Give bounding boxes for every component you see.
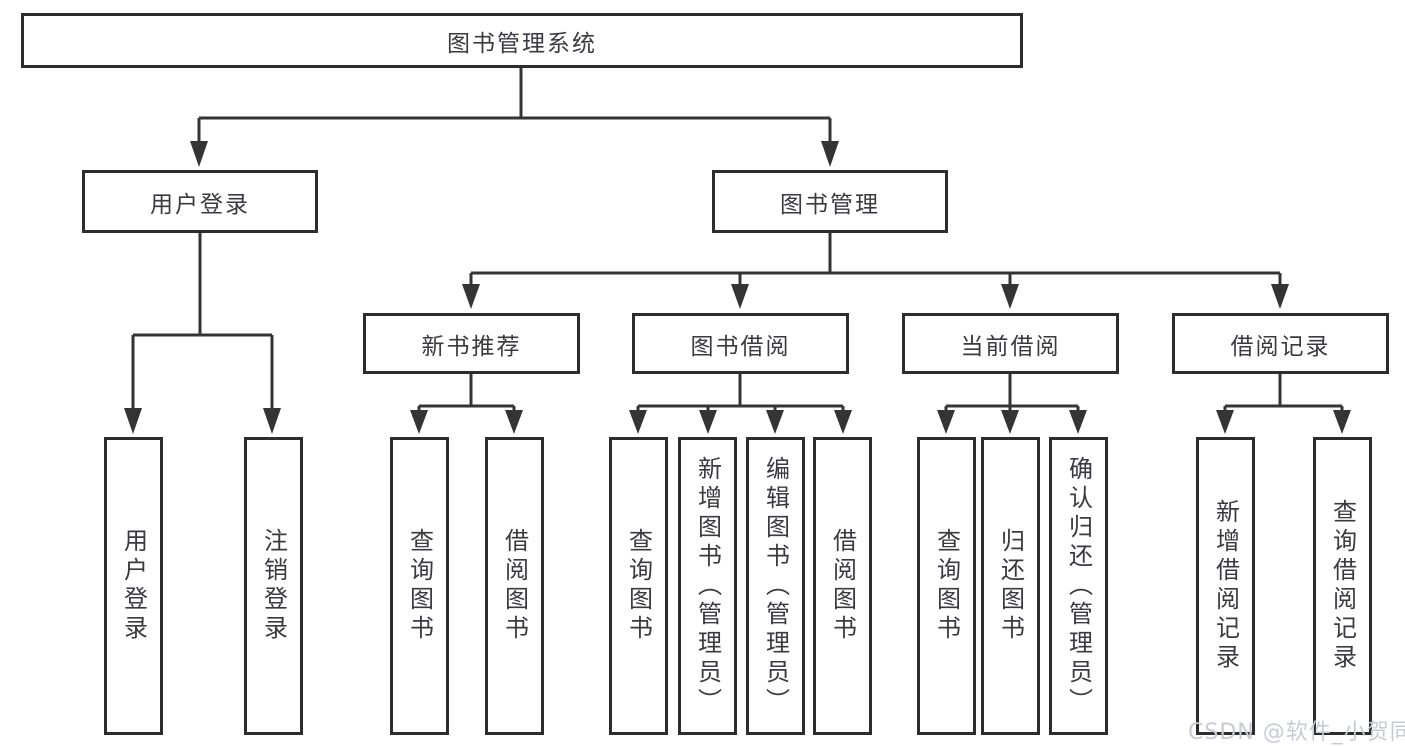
- node-current-borrow: 当前借阅: [902, 313, 1119, 374]
- node-leaf-logout: 注销登录: [244, 437, 303, 735]
- node-new-book-recommend: 新书推荐: [363, 313, 580, 374]
- node-leaf-query-books-1: 查询图书: [390, 437, 449, 735]
- node-label: 查询借阅记录: [1328, 499, 1357, 673]
- node-leaf-query-books-2: 查询图书: [609, 437, 668, 735]
- arrowhead-icons: [124, 141, 1351, 434]
- node-label: 新增借阅记录: [1211, 499, 1240, 673]
- node-label: 查询图书: [405, 528, 434, 644]
- node-system-root: 图书管理系统: [21, 13, 1023, 68]
- node-leaf-return-books: 归还图书: [981, 437, 1040, 735]
- node-label: 归还图书: [996, 528, 1025, 644]
- node-book-management: 图书管理: [712, 170, 948, 233]
- node-leaf-edit-books-admin: 编辑图书（管理员）: [746, 437, 805, 735]
- node-label: 注销登录: [259, 528, 288, 644]
- node-label: 确认归还（管理员）: [1064, 455, 1093, 717]
- node-label: 新书推荐: [421, 333, 522, 360]
- node-label: 编辑图书（管理员）: [761, 455, 790, 717]
- node-label: 借阅记录: [1230, 333, 1331, 360]
- node-label: 图书管理: [780, 191, 880, 218]
- node-label: 用户登录: [150, 191, 250, 218]
- node-label: 查询图书: [932, 528, 961, 644]
- node-leaf-confirm-return-admin: 确认归还（管理员）: [1049, 437, 1108, 735]
- node-label: 用户登录: [119, 528, 148, 644]
- node-label: 借阅图书: [500, 528, 529, 644]
- watermark: CSDN @软件_小贺同学: [1188, 720, 1405, 745]
- node-leaf-user-login: 用户登录: [104, 437, 163, 735]
- node-label: 新增图书（管理员）: [693, 455, 722, 717]
- node-borrow-record: 借阅记录: [1172, 313, 1389, 374]
- node-label: 图书借阅: [690, 333, 791, 360]
- node-label: 借阅图书: [828, 528, 857, 644]
- node-leaf-add-borrow-record: 新增借阅记录: [1196, 437, 1255, 735]
- node-leaf-query-books-3: 查询图书: [917, 437, 976, 735]
- node-leaf-add-books-admin: 新增图书（管理员）: [678, 437, 737, 735]
- node-leaf-borrow-books-1: 借阅图书: [485, 437, 544, 735]
- node-leaf-borrow-books-2: 借阅图书: [813, 437, 872, 735]
- node-label: 查询图书: [624, 528, 653, 644]
- node-book-borrow: 图书借阅: [632, 313, 849, 374]
- node-user-login: 用户登录: [82, 170, 318, 233]
- node-label: 当前借阅: [960, 333, 1061, 360]
- node-label: 图书管理系统: [447, 30, 597, 57]
- node-leaf-query-borrow-record: 查询借阅记录: [1313, 437, 1372, 735]
